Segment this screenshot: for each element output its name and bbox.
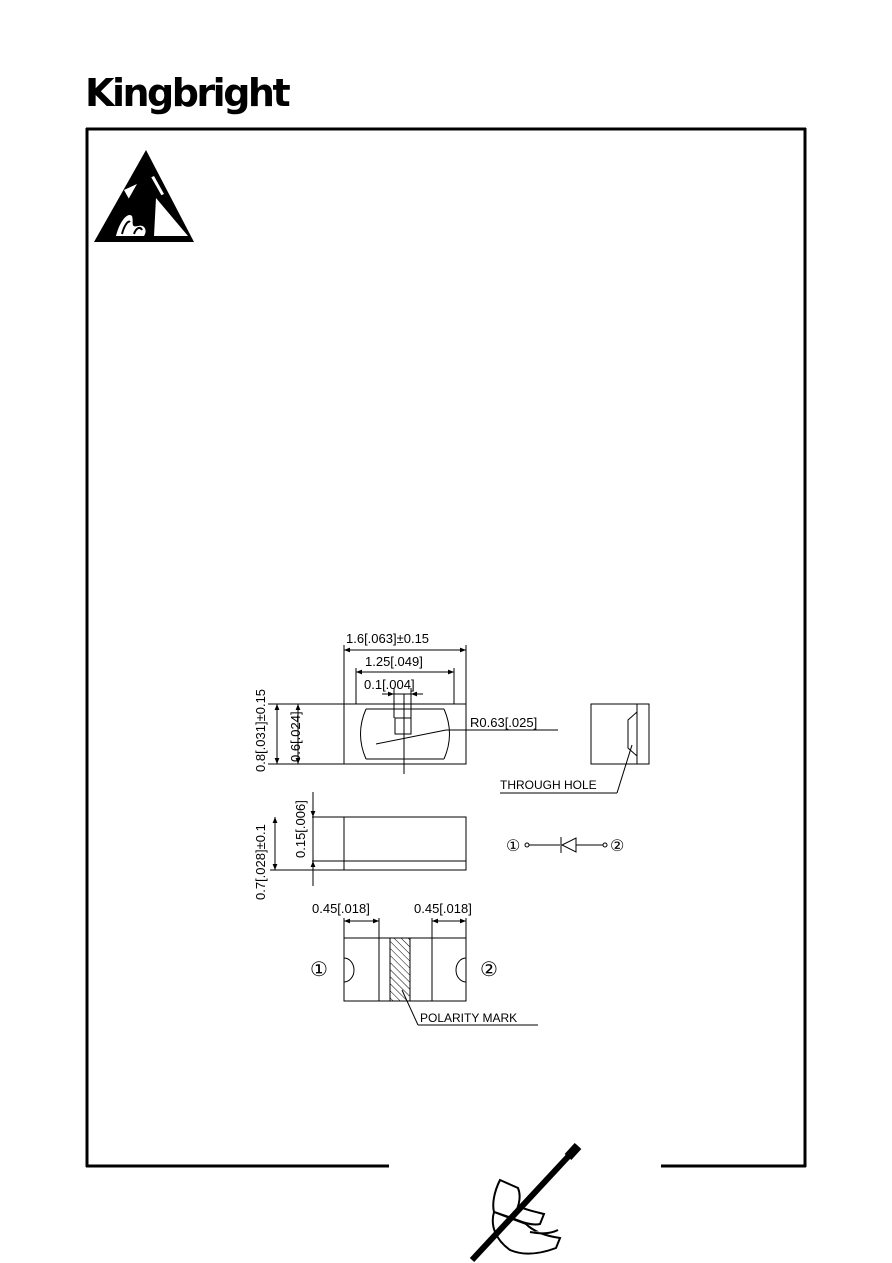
brand-logo: Kingbright: [85, 71, 291, 115]
pin-1-label: ①: [506, 838, 520, 855]
dim-base: 0.15[.006]: [293, 800, 308, 858]
pin-2-bottom-label: ②: [480, 959, 498, 981]
pin-1-bottom-label: ①: [310, 959, 328, 981]
signing-pen-icon: [469, 1142, 582, 1263]
dim-height: 0.7[.028]±0.1: [253, 824, 268, 900]
dim-body: 1.25[.049]: [365, 654, 423, 669]
dim-radius: R0.63[.025]: [470, 715, 537, 730]
esd-warning-icon: [94, 150, 194, 242]
dim-term-left: 0.45[.018]: [312, 901, 370, 916]
side-view-body: [590, 703, 650, 765]
front-view-body: [343, 816, 467, 871]
dim-length: 1.6[.063]±0.15: [346, 631, 429, 646]
label-through-hole: THROUGH HOLE: [500, 778, 597, 792]
dim-pad: 0.1[.004]: [364, 677, 415, 692]
pin-2-label: ②: [610, 838, 624, 855]
dim-width: 0.8[.031]±0.15: [253, 689, 268, 772]
top-view-body: [343, 703, 467, 765]
dim-term-right: 0.45[.018]: [414, 901, 472, 916]
dim-inner-width: 0.6[.024]: [288, 711, 303, 762]
label-polarity-mark: POLARITY MARK: [420, 1011, 517, 1025]
